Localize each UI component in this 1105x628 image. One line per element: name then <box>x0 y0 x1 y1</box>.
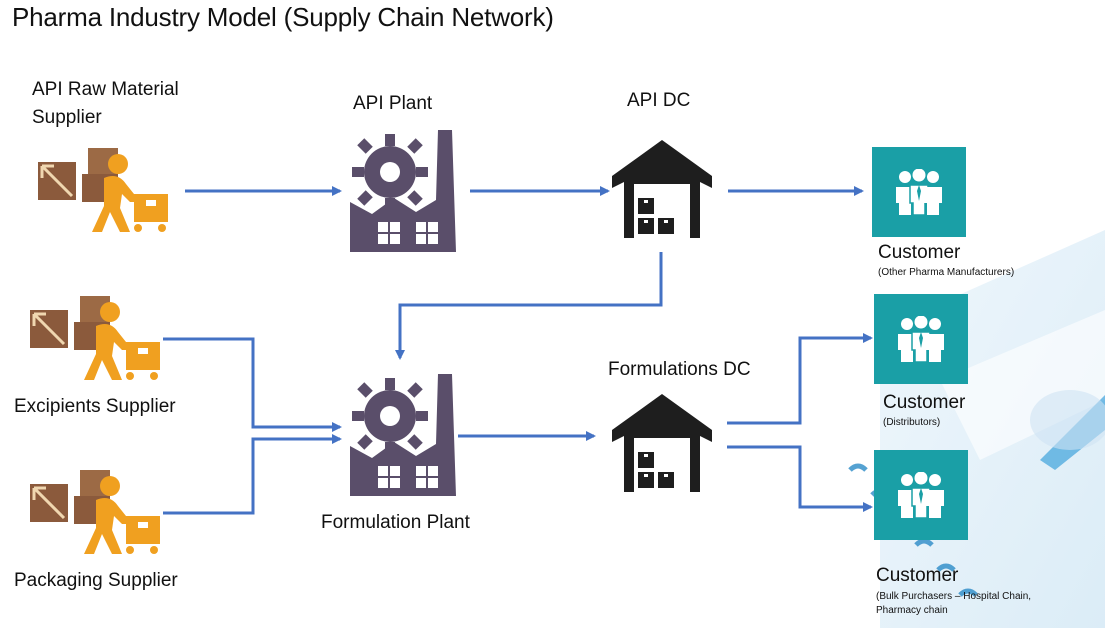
customer-bulk-sub: (Bulk Purchasers – Hospital Chain, Pharm… <box>876 591 1032 616</box>
factory-gear-icon <box>350 130 460 257</box>
arrow-excipients-to-formulation <box>163 337 342 432</box>
formulations-dc-label: Formulations DC <box>608 359 751 380</box>
warehouse-icon <box>612 394 712 497</box>
customer-pharma-label: Customer <box>878 242 961 263</box>
arrow-packaging-to-formulation <box>163 434 342 515</box>
factory-gear-icon <box>350 374 460 501</box>
arrow-apidc-to-formulation <box>395 252 663 360</box>
delivery-worker-icon <box>30 148 175 238</box>
formulation-plant-label: Formulation Plant <box>321 512 470 533</box>
customer-distributors-label: Customer <box>883 392 966 413</box>
api-plant-label: API Plant <box>353 93 433 114</box>
delivery-worker-icon <box>22 296 167 386</box>
arrow-dc-to-distributors <box>727 333 873 425</box>
customer-distributors-sub: (Distributors) <box>883 417 941 428</box>
api-raw-supplier-label: API Raw Material Supplier <box>32 79 179 128</box>
delivery-worker-icon <box>22 470 167 560</box>
packaging-supplier-label: Packaging Supplier <box>14 570 178 591</box>
api-dc-label: API DC <box>627 90 691 111</box>
warehouse-icon <box>612 140 712 243</box>
arrow-dc-to-bulk <box>727 445 873 512</box>
page-title: Pharma Industry Model (Supply Chain Netw… <box>12 2 554 32</box>
group-people-icon <box>874 294 968 384</box>
group-people-icon <box>874 450 968 540</box>
customer-bulk-label: Customer <box>876 565 959 586</box>
group-people-icon <box>872 147 966 237</box>
excipients-supplier-label: Excipients Supplier <box>14 396 176 417</box>
customer-pharma-sub: (Other Pharma Manufacturers) <box>878 267 1015 278</box>
